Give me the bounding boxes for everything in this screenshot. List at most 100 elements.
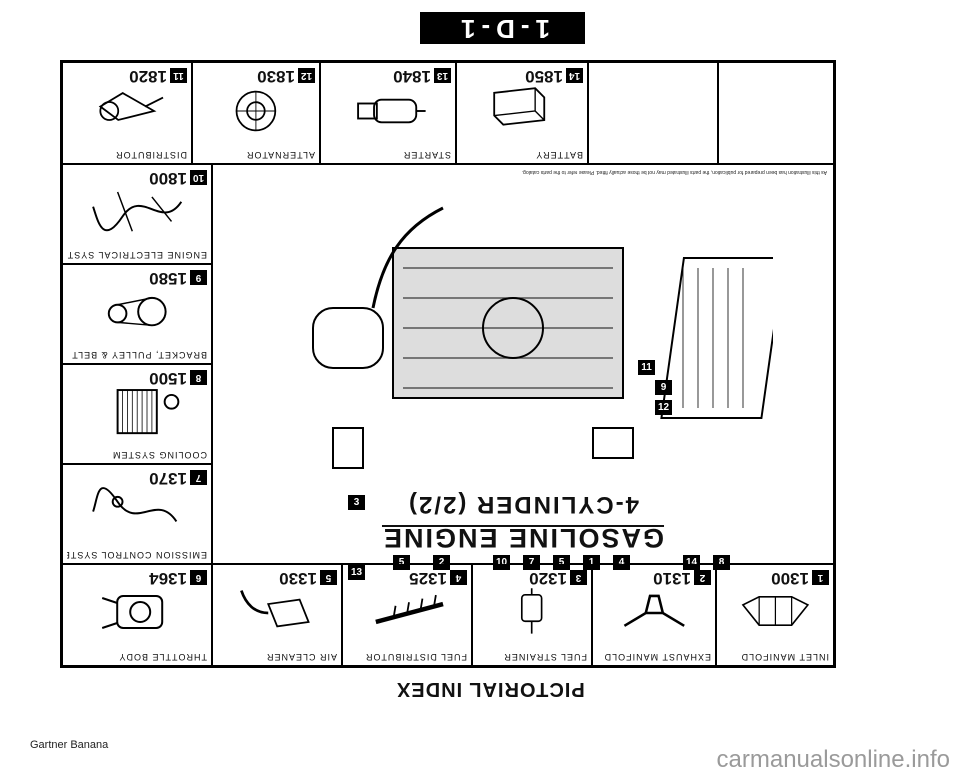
cell-label: INLET MANIFOLD bbox=[740, 652, 829, 662]
callout-badge: 11 bbox=[638, 360, 655, 375]
cell-code: 5 1330 bbox=[279, 568, 337, 588]
callout-badge: 8 bbox=[713, 555, 730, 570]
index-cell-emission-control[interactable]: EMISSION CONTROL SYSTEM (INLET SIDE) 7 1… bbox=[62, 464, 212, 564]
pulley-illustration bbox=[107, 297, 167, 327]
page-number: 1-D-1 bbox=[454, 13, 550, 44]
cell-code-text: 1330 bbox=[279, 569, 317, 588]
cell-label: THROTTLE BODY bbox=[118, 652, 207, 662]
cell-badge: 3 bbox=[570, 570, 587, 586]
cell-code: 6 1364 bbox=[149, 568, 207, 588]
cell-badge: 10 bbox=[190, 170, 207, 186]
callout-badge: 5 bbox=[393, 555, 410, 570]
engine-subtitle: 4-CYLINDER (2/2) bbox=[406, 491, 640, 518]
callout-badge: 4 bbox=[613, 555, 630, 570]
index-cell-empty bbox=[588, 62, 718, 164]
cell-label: AIR CLEANER bbox=[265, 652, 337, 662]
callout-badge: 3 bbox=[348, 495, 365, 510]
callout-badge: 12 bbox=[655, 400, 672, 415]
cell-code-text: 1320 bbox=[529, 569, 567, 588]
starter-illustration bbox=[357, 98, 426, 124]
index-cell-battery[interactable]: BATTERY 14 1850 bbox=[456, 62, 588, 164]
index-cell-engine-electrical[interactable]: ENGINE ELECTRICAL SYSTEM 10 1800 bbox=[62, 164, 212, 264]
air-cleaner-illustration bbox=[239, 590, 310, 628]
index-cell-starter[interactable]: STARTER 13 1840 bbox=[320, 62, 456, 164]
callout-badge: 14 bbox=[683, 555, 700, 570]
cell-badge: 4 bbox=[450, 570, 467, 586]
cell-badge: 12 bbox=[298, 68, 315, 84]
cell-label: BRACKET, PULLEY & BELT bbox=[71, 350, 207, 360]
cell-code: 8 1500 bbox=[149, 368, 207, 388]
cell-badge: 2 bbox=[694, 570, 711, 586]
cell-code: 14 1850 bbox=[525, 66, 583, 86]
cell-code: 3 1320 bbox=[529, 568, 587, 588]
engine-illustration-panel: GASOLINE ENGINE 4-CYLINDER (2/2) As this… bbox=[212, 164, 834, 580]
index-cell-throttle-body[interactable]: THROTTLE BODY 6 1364 bbox=[62, 564, 212, 666]
watermark-text: carmanualsonline.info bbox=[716, 746, 950, 773]
throttle-body-illustration bbox=[101, 595, 164, 629]
index-cell-fuel-strainer[interactable]: FUEL STRAINER 3 1320 bbox=[472, 564, 592, 666]
index-cell-alternator[interactable]: ALTERNATOR 12 1830 bbox=[192, 62, 320, 164]
cell-code-text: 1364 bbox=[149, 569, 187, 588]
alternator-illustration bbox=[235, 90, 277, 132]
index-cell-fuel-distributor[interactable]: FUEL DISTRIBUTOR 4 1325 bbox=[342, 564, 472, 666]
callout-badge: 7 bbox=[523, 555, 540, 570]
index-cell-air-cleaner[interactable]: AIR CLEANER 5 1330 bbox=[212, 564, 342, 666]
cell-code-text: 1370 bbox=[149, 469, 187, 488]
cell-code-text: 1820 bbox=[129, 67, 167, 86]
cell-label: ALTERNATOR bbox=[245, 150, 315, 160]
battery-illustration bbox=[493, 87, 546, 126]
section-title: PICTORIAL INDEX bbox=[395, 678, 585, 700]
cell-badge: 5 bbox=[320, 570, 337, 586]
cell-code: 9 1580 bbox=[149, 268, 207, 288]
cell-code-text: 1850 bbox=[525, 67, 563, 86]
cell-label: DISTRIBUTOR bbox=[115, 150, 187, 160]
cell-label: EMISSION CONTROL SYSTEM (INLET SIDE) bbox=[67, 550, 207, 560]
inlet-manifold-illustration bbox=[741, 595, 809, 626]
cell-code-text: 1580 bbox=[149, 269, 187, 288]
engine-title: GASOLINE ENGINE bbox=[381, 523, 665, 553]
index-cell-exhaust-manifold[interactable]: EXHAUST MANIFOLD 2 1310 bbox=[592, 564, 716, 666]
page-number-tab: 1-D-1 bbox=[420, 12, 585, 44]
credit-text: Gartner Banana bbox=[30, 739, 109, 751]
cell-label: COOLING SYSTEM bbox=[111, 450, 207, 460]
cell-code: 12 1830 bbox=[257, 66, 315, 86]
index-cell-inlet-manifold[interactable]: INLET MANIFOLD 1 1300 bbox=[716, 564, 834, 666]
cell-badge: 6 bbox=[190, 570, 207, 586]
cell-code: 7 1370 bbox=[149, 468, 207, 488]
cell-code-text: 1325 bbox=[409, 569, 447, 588]
cell-badge: 1 bbox=[812, 570, 829, 586]
exhaust-manifold-illustration bbox=[623, 594, 685, 627]
callout-badge: 2 bbox=[433, 555, 450, 570]
callout-badge: 10 bbox=[493, 555, 510, 570]
cell-label: FUEL DISTRIBUTOR bbox=[364, 652, 467, 662]
index-cell-empty bbox=[718, 62, 834, 164]
emission-hose-illustration bbox=[91, 487, 178, 523]
engine-exploded-view bbox=[312, 206, 773, 469]
cell-code: 4 1325 bbox=[409, 568, 467, 588]
cell-label: STARTER bbox=[402, 150, 451, 160]
callout-badge: 13 bbox=[348, 565, 365, 580]
cell-label: EXHAUST MANIFOLD bbox=[603, 652, 711, 662]
callout-badge: 5 bbox=[553, 555, 570, 570]
fuel-strainer-illustration bbox=[521, 588, 543, 634]
cell-badge: 8 bbox=[190, 370, 207, 386]
cell-code-text: 1840 bbox=[393, 67, 431, 86]
fuel-rail-illustration bbox=[375, 594, 444, 625]
cell-code: 1 1300 bbox=[771, 568, 829, 588]
pictorial-index-grid: DISTRIBUTOR 11 1820 ALTERNATOR bbox=[60, 60, 836, 668]
cell-code: 10 1800 bbox=[149, 168, 207, 188]
cell-code-text: 1830 bbox=[257, 67, 295, 86]
index-cell-cooling-system[interactable]: COOLING SYSTEM 8 1500 bbox=[62, 364, 212, 464]
wiring-illustration bbox=[91, 192, 182, 232]
cell-badge: 11 bbox=[170, 68, 187, 84]
callout-badge: 9 bbox=[655, 380, 672, 395]
cell-code-text: 1800 bbox=[149, 169, 187, 188]
cell-label: FUEL STRAINER bbox=[503, 652, 587, 662]
index-cell-bracket-pulley-belt[interactable]: BRACKET, PULLEY & BELT 9 1580 bbox=[62, 264, 212, 364]
cell-code-text: 1500 bbox=[149, 369, 187, 388]
index-cell-distributor[interactable]: DISTRIBUTOR 11 1820 bbox=[62, 62, 192, 164]
cell-label: ENGINE ELECTRICAL SYSTEM bbox=[67, 250, 207, 260]
cell-code: 2 1310 bbox=[653, 568, 711, 588]
cell-code: 13 1840 bbox=[393, 66, 451, 86]
illustration-note: As this illustration has been prepared f… bbox=[521, 169, 827, 175]
